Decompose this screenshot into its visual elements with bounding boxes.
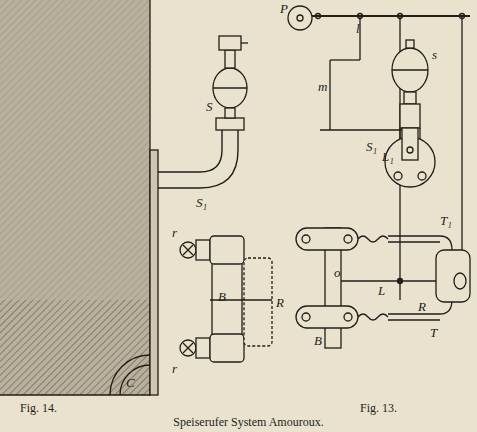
part-letter: l <box>356 22 360 35</box>
part-letter: o <box>334 266 341 279</box>
part-letter: L <box>378 284 385 297</box>
part-letter: T₁ <box>440 214 452 227</box>
part-letter: S₁ <box>196 196 207 209</box>
part-letter: C <box>126 376 135 389</box>
part-letter: r <box>172 362 177 375</box>
part-letter: s <box>432 48 437 61</box>
figure-label: Fig. 14. <box>20 402 57 414</box>
part-letter: R <box>276 296 284 309</box>
part-letter: r <box>172 226 177 239</box>
part-letter: P <box>280 2 288 15</box>
part-letter: S <box>206 100 213 113</box>
part-letter: T <box>430 326 437 339</box>
part-letter: B <box>218 290 226 303</box>
part-letter: S₁ <box>366 140 377 153</box>
part-letter: L₁ <box>382 150 394 163</box>
part-letter: m <box>318 80 327 93</box>
caption: Speiserufer System Amouroux. <box>173 416 323 428</box>
figure-label: Fig. 13. <box>360 402 397 414</box>
part-letter: R <box>418 300 426 313</box>
part-letter: B <box>314 334 322 347</box>
